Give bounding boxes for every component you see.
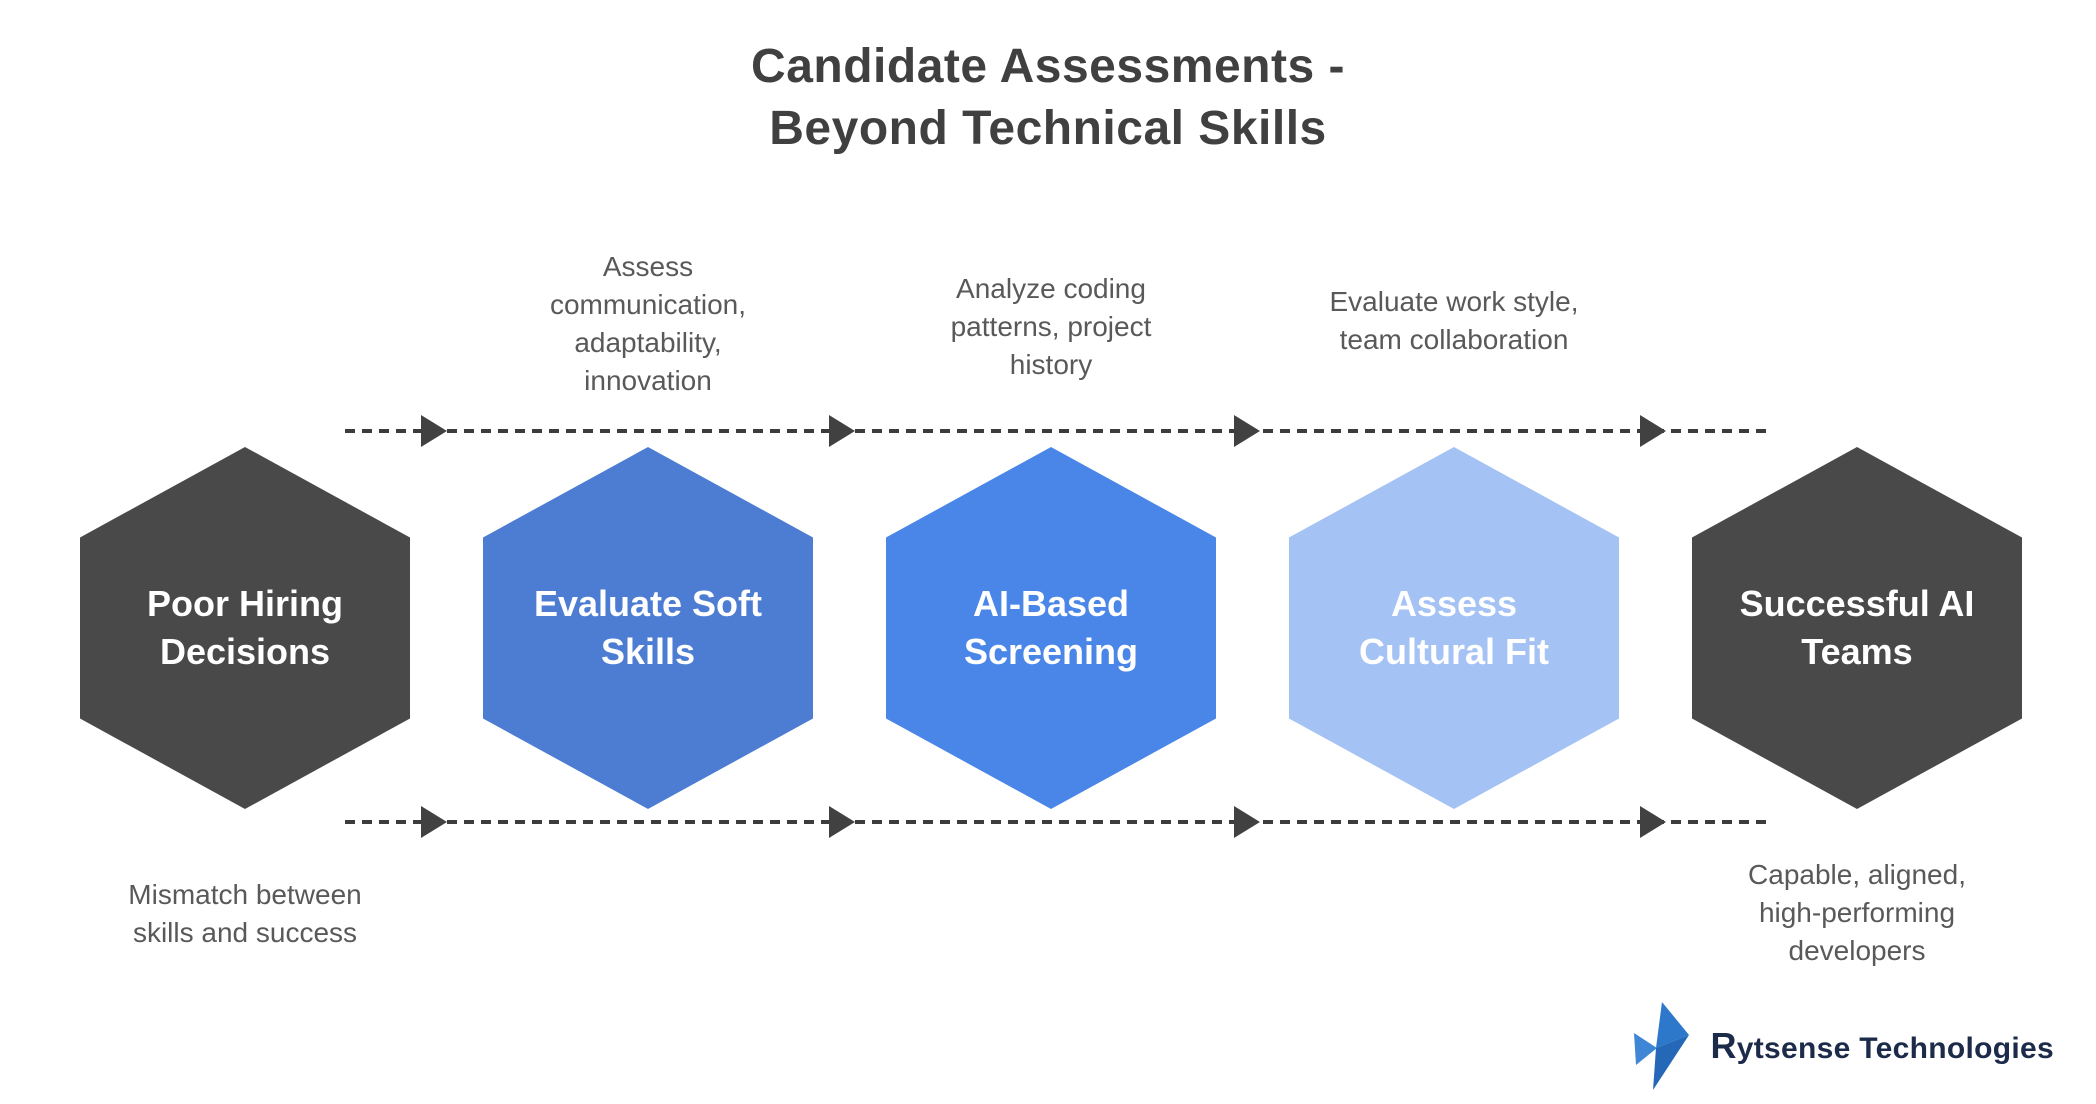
stage-note-poor-hiring-decisions: Mismatch between skills and success — [128, 879, 362, 948]
arrowhead-icon — [1640, 806, 1666, 838]
stage-label: Poor Hiring Decisions — [147, 583, 343, 672]
stage-hex-assess-cultural-fit: Assess Cultural Fit — [1289, 447, 1619, 809]
arrowhead-icon — [1640, 415, 1666, 447]
page-title: Candidate Assessments - Beyond Technical… — [751, 40, 1345, 155]
brand-name: Rytsense Technologies — [1710, 1025, 2054, 1067]
stage-note-assess-cultural-fit: Evaluate work style, team collaboration — [1329, 286, 1579, 355]
brand-rest: ytsense Technologies — [1736, 1032, 2054, 1065]
arrowhead-icon — [421, 806, 447, 838]
arrowhead-icon — [829, 415, 855, 447]
stage-label: Successful AI Teams — [1739, 583, 1975, 672]
stage-label: Evaluate Soft Skills — [533, 583, 763, 672]
arrowhead-icon — [421, 415, 447, 447]
stage-note-ai-based-screening: Analyze coding patterns, project history — [950, 273, 1152, 380]
stage-hex-successful-ai-teams: Successful AI Teams — [1692, 447, 2022, 809]
stage-hex-poor-hiring-decisions: Poor Hiring Decisions — [80, 447, 410, 809]
brand-initial: R — [1710, 1025, 1737, 1066]
stage-label: AI-Based Screening — [963, 583, 1139, 672]
arrowhead-icon — [829, 806, 855, 838]
lightning-bolt-icon — [1634, 1002, 1690, 1090]
arrowhead-icon — [1234, 806, 1260, 838]
stage-note-evaluate-soft-skills: Assess communication, adaptability, inno… — [549, 251, 747, 396]
flow-line-top — [345, 415, 1773, 447]
brand-logo: Rytsense Technologies — [1626, 1000, 2054, 1092]
stage-hex-ai-based-screening: AI-Based Screening — [886, 447, 1216, 809]
flow-line-bottom — [345, 806, 1773, 838]
stage-note-successful-ai-teams: Capable, aligned, high-performing develo… — [1748, 859, 1966, 966]
stage-hex-evaluate-soft-skills: Evaluate Soft Skills — [483, 447, 813, 809]
arrowhead-icon — [1234, 415, 1260, 447]
stage-label: Assess Cultural Fit — [1359, 583, 1549, 672]
